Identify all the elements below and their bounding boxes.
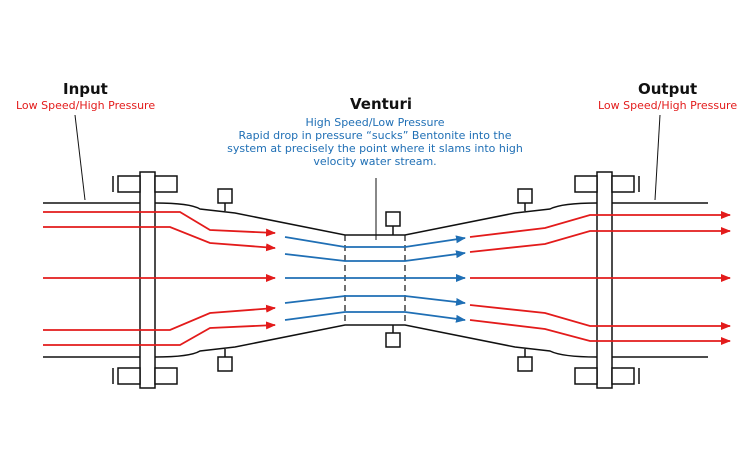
inlet-arrow-5 — [43, 321, 276, 346]
bolt-left-bottom — [217, 349, 233, 372]
venturi-subtitle: High Speed/Low Pressure — [305, 116, 445, 129]
bolt-center-bottom — [385, 325, 401, 348]
outlet-arrow-5 — [469, 319, 731, 345]
venturi-desc-line2: system at precisely the point where it s… — [227, 142, 523, 155]
bolt-right-top — [517, 188, 533, 211]
input-subtitle: Low Speed/High Pressure — [16, 99, 156, 112]
bolt-center-top — [385, 211, 401, 235]
venturi-desc-line1: Rapid drop in pressure “sucks” Bentonite… — [238, 129, 512, 142]
output-subtitle: Low Speed/High Pressure — [598, 99, 738, 112]
bolt-right-bottom — [517, 349, 533, 372]
outlet-arrow-1 — [469, 211, 731, 238]
throat-arrow-1 — [284, 235, 466, 248]
inlet-arrow-2 — [43, 226, 276, 252]
bolt-left-top — [217, 188, 233, 211]
output-title: Output — [638, 80, 698, 98]
outlet-flow-arrows — [469, 211, 731, 345]
inlet-arrow-4 — [43, 304, 276, 331]
pipe-bottom-wall — [43, 324, 708, 358]
left-flange — [112, 171, 178, 389]
pipe-outline — [43, 202, 708, 358]
callout-lines — [74, 114, 661, 240]
inlet-arrow-1 — [43, 211, 276, 237]
outlet-arrow-2 — [469, 227, 731, 253]
throat-dashed-lines — [344, 235, 406, 325]
throat-arrow-2 — [284, 250, 466, 262]
throat-flow-arrows — [284, 235, 466, 323]
venturi-title: Venturi — [350, 95, 413, 113]
throat-arrow-4 — [284, 295, 466, 306]
inlet-flow-arrows — [43, 211, 276, 346]
bolts — [217, 188, 533, 372]
input-title: Input — [63, 80, 108, 98]
right-flange — [574, 171, 640, 389]
outlet-arrow-4 — [469, 304, 731, 330]
pipe-top-wall — [43, 202, 708, 236]
venturi-desc-line3: velocity water stream. — [313, 155, 437, 168]
throat-arrow-5 — [284, 311, 466, 323]
